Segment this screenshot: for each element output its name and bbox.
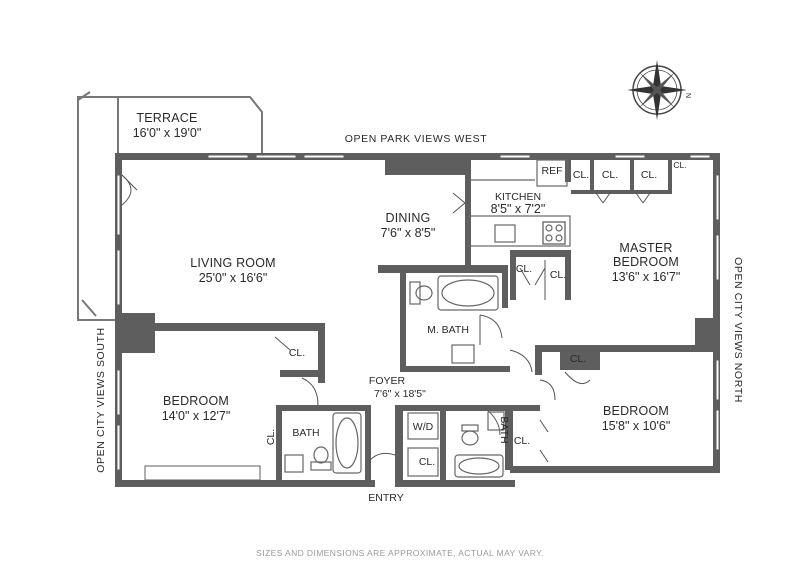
terrace-label: TERRACE <box>136 111 197 125</box>
bedroom-sw-dims: 14'0" x 12'7" <box>162 409 231 423</box>
view-south-label: OPEN CITY VIEWS SOUTH <box>95 327 107 472</box>
closet-label: CL. <box>514 435 530 447</box>
view-west-label: OPEN PARK VIEWS WEST <box>345 133 488 145</box>
closet-label: CL. <box>602 169 618 181</box>
kitchen-label: KITCHEN <box>495 191 541 203</box>
dining-label: DINING <box>386 211 431 225</box>
bedroom-sw-label: BEDROOM <box>163 394 229 408</box>
bedroom-se-dims: 15'8" x 10'6" <box>602 419 671 433</box>
closet-label: CL. <box>516 263 532 275</box>
bath-s-label: BATH <box>498 416 510 443</box>
terrace-dims: 16'0" x 19'0" <box>133 126 202 140</box>
closet-label: CL. <box>673 160 686 170</box>
master-bedroom-label-2: BEDROOM <box>613 255 679 269</box>
closet-label: CL. <box>550 269 566 281</box>
master-bedroom-dims: 13'6" x 16'7" <box>612 270 681 284</box>
living-room-dims: 25'0" x 16'6" <box>199 271 268 285</box>
closet-label: CL. <box>570 353 586 365</box>
master-bedroom-label-1: MASTER <box>619 241 672 255</box>
compass-north-label: N <box>684 93 691 98</box>
closet-label: CL. <box>265 429 277 445</box>
closet-label: CL. <box>641 169 657 181</box>
wd-label: W/D <box>413 421 434 433</box>
ref-label: REF <box>542 165 563 177</box>
foyer-label: FOYER <box>369 375 406 387</box>
entry-label: ENTRY <box>368 492 403 504</box>
closet-label: CL. <box>419 456 435 468</box>
foyer-dims: 7'6" x 18'5" <box>374 388 426 400</box>
disclaimer-text: SIZES AND DIMENSIONS ARE APPROXIMATE, AC… <box>256 548 544 558</box>
doors <box>121 174 651 482</box>
master-bath-label: M. BATH <box>427 324 469 336</box>
compass-rose-icon <box>627 60 687 120</box>
walls <box>115 153 720 487</box>
living-room-label: LIVING ROOM <box>190 256 276 270</box>
closet-label: CL. <box>289 347 305 359</box>
dining-dims: 7'6" x 8'5" <box>381 226 436 240</box>
fixtures <box>284 159 571 478</box>
bath-sw-label: BATH <box>292 427 319 439</box>
closet-label: CL. <box>573 169 589 181</box>
kitchen-dims: 8'5" x 7'2" <box>491 202 546 216</box>
bedroom-se-label: BEDROOM <box>603 404 669 418</box>
windows <box>116 154 720 481</box>
view-north-label: OPEN CITY VIEWS NORTH <box>732 257 744 403</box>
